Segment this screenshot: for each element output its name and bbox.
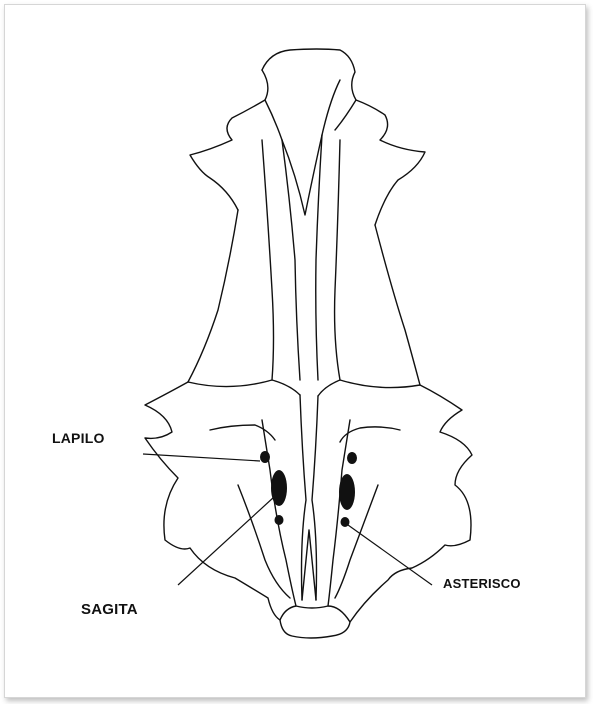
central-groove: [282, 135, 322, 215]
central-groove-right: [316, 135, 322, 380]
central-groove-left: [282, 140, 300, 380]
sagita-left: [271, 470, 287, 506]
occipital-notch: [302, 530, 316, 600]
asterisco-left: [275, 515, 284, 525]
right-body-edge: [375, 225, 420, 385]
label-sagita: SAGITA: [81, 601, 138, 618]
sagita-right: [339, 474, 355, 510]
right-body-inner: [335, 140, 340, 380]
asterisco-leader-line: [348, 525, 432, 585]
occipital-right: [328, 420, 350, 606]
lapilo-left: [260, 451, 270, 463]
left-posterior-wing: [145, 382, 280, 620]
left-body-edge: [188, 210, 238, 382]
left-transverse-ridge: [188, 380, 300, 395]
left-anterior-process: [190, 100, 265, 210]
lapilo-right: [347, 452, 357, 464]
lapilo-leader-line: [143, 454, 260, 461]
left-body-inner: [262, 140, 274, 380]
label-lapilo: LAPILO: [52, 430, 105, 446]
sagita-leader-line: [178, 497, 274, 585]
right-transverse-ridge: [318, 380, 420, 396]
occipital-left: [262, 420, 296, 606]
right-anterior-process: [356, 100, 425, 225]
label-asterisco: ASTERISCO: [443, 576, 521, 591]
snout-inner-left: [262, 70, 282, 140]
posterior-base: [280, 606, 350, 638]
snout-outline: [262, 49, 356, 130]
